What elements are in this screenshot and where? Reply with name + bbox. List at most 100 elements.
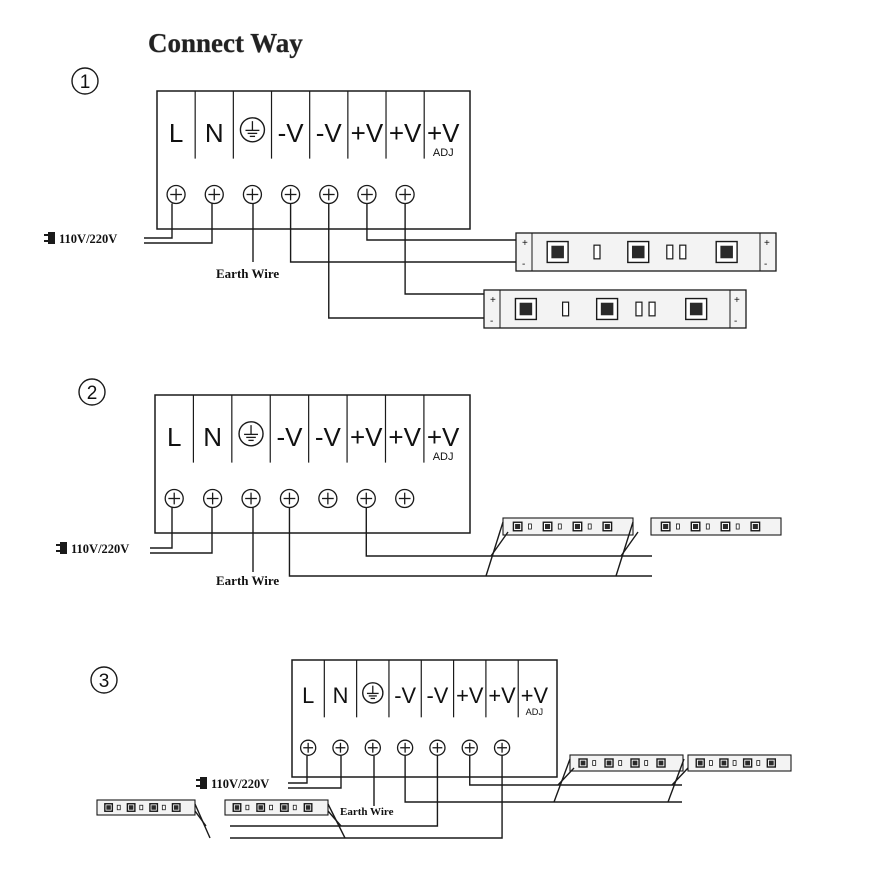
resistor	[245, 804, 250, 811]
resistor	[735, 523, 740, 530]
terminal-label: +V	[488, 683, 516, 708]
led-chip-core	[745, 760, 751, 766]
resistor	[648, 301, 656, 317]
resistor	[161, 804, 166, 811]
strip-lead	[194, 810, 207, 827]
led-strip	[502, 517, 634, 536]
terminal-label: +V	[427, 118, 460, 148]
strip-lead	[615, 521, 634, 577]
led-chip-core	[752, 523, 758, 530]
terminal-label: -V	[276, 422, 303, 452]
strip-lead	[490, 531, 509, 557]
resistor	[587, 523, 592, 530]
resistor	[116, 804, 121, 811]
wire-negative	[404, 755, 682, 803]
led-chip-core	[632, 760, 638, 766]
wire-live	[144, 203, 173, 239]
strip-plus-mark: +	[734, 295, 740, 306]
resistor	[528, 523, 532, 530]
resistor	[593, 244, 601, 260]
power-supply-body	[156, 90, 471, 230]
wire-positive	[366, 203, 516, 241]
power-label: 110V/220V	[211, 777, 269, 791]
led-chip-core	[173, 805, 179, 810]
terminal-label: +V	[427, 422, 460, 452]
led-chip-core	[545, 523, 551, 530]
terminal-sub-label: ADJ	[526, 707, 543, 717]
terminal-label: L	[302, 683, 314, 708]
led-chip-core	[128, 805, 134, 810]
ground-icon	[362, 682, 384, 704]
wire-neutral	[288, 755, 342, 789]
plug-icon	[48, 232, 55, 244]
led-chip-core	[519, 302, 533, 316]
strip-minus-mark: -	[734, 316, 737, 327]
strip-minus-mark: -	[764, 259, 767, 270]
terminal-sub-label: ADJ	[433, 451, 454, 463]
plug-icon	[60, 542, 67, 554]
wire-negative	[230, 755, 439, 827]
terminal-label: L	[167, 422, 181, 452]
resistor	[679, 244, 687, 260]
resistor	[756, 760, 761, 766]
diagram-number: 2	[87, 383, 98, 404]
strip-plus-mark: +	[522, 238, 528, 249]
terminal-label: +V	[389, 118, 422, 148]
page-title: Connect Way	[148, 28, 303, 58]
strip-lead	[620, 531, 639, 557]
wire-positive	[230, 755, 503, 839]
strip-lead	[327, 810, 342, 827]
led-chip-core	[689, 302, 703, 316]
earth-wire-label: Earth Wire	[216, 573, 279, 588]
terminal-label: -V	[316, 118, 343, 148]
diagram-number-badge	[90, 666, 118, 694]
resistor	[269, 804, 273, 811]
power-label: 110V/220V	[59, 232, 117, 246]
diagram-number-badge	[78, 378, 106, 406]
led-strip	[650, 517, 782, 536]
power-supply-body	[291, 659, 558, 778]
wire-live	[150, 507, 173, 549]
strip-lead	[671, 767, 689, 786]
led-chip-core	[722, 523, 728, 530]
terminal-label: L	[169, 118, 183, 148]
led-chip-core	[515, 523, 521, 530]
power-supply-body	[154, 394, 471, 534]
terminal-label: N	[205, 118, 224, 148]
terminal-label: +V	[388, 422, 421, 452]
earth-wire-label: Earth Wire	[340, 806, 394, 818]
led-strip	[687, 754, 792, 772]
resistor	[557, 523, 562, 530]
resistor	[139, 804, 144, 811]
strip-plus-mark: +	[764, 238, 770, 249]
resistor	[635, 301, 643, 317]
wire-positive	[469, 755, 682, 786]
led-chip-core	[604, 523, 610, 530]
terminal-sub-label: ADJ	[433, 147, 454, 159]
resistor	[666, 244, 674, 260]
wire-positive	[365, 507, 652, 557]
ground-icon	[238, 421, 264, 447]
led-chip-core	[721, 760, 727, 766]
resistor	[592, 760, 597, 766]
terminal-label: N	[203, 422, 222, 452]
wire-neutral	[144, 203, 213, 244]
led-chip-core	[768, 760, 774, 766]
led-strip	[96, 799, 196, 816]
strip-minus-mark: -	[522, 259, 525, 270]
strip-lead	[485, 521, 504, 577]
resistor	[708, 760, 713, 766]
resistor	[732, 760, 737, 766]
terminal-label: +V	[456, 683, 484, 708]
resistor	[292, 804, 297, 811]
led-chip-core	[663, 523, 669, 530]
led-chip-core	[658, 760, 664, 766]
terminal-label: +V	[350, 422, 383, 452]
resistor	[618, 760, 623, 766]
diagram-number-badge	[71, 67, 99, 95]
resistor	[561, 301, 570, 317]
